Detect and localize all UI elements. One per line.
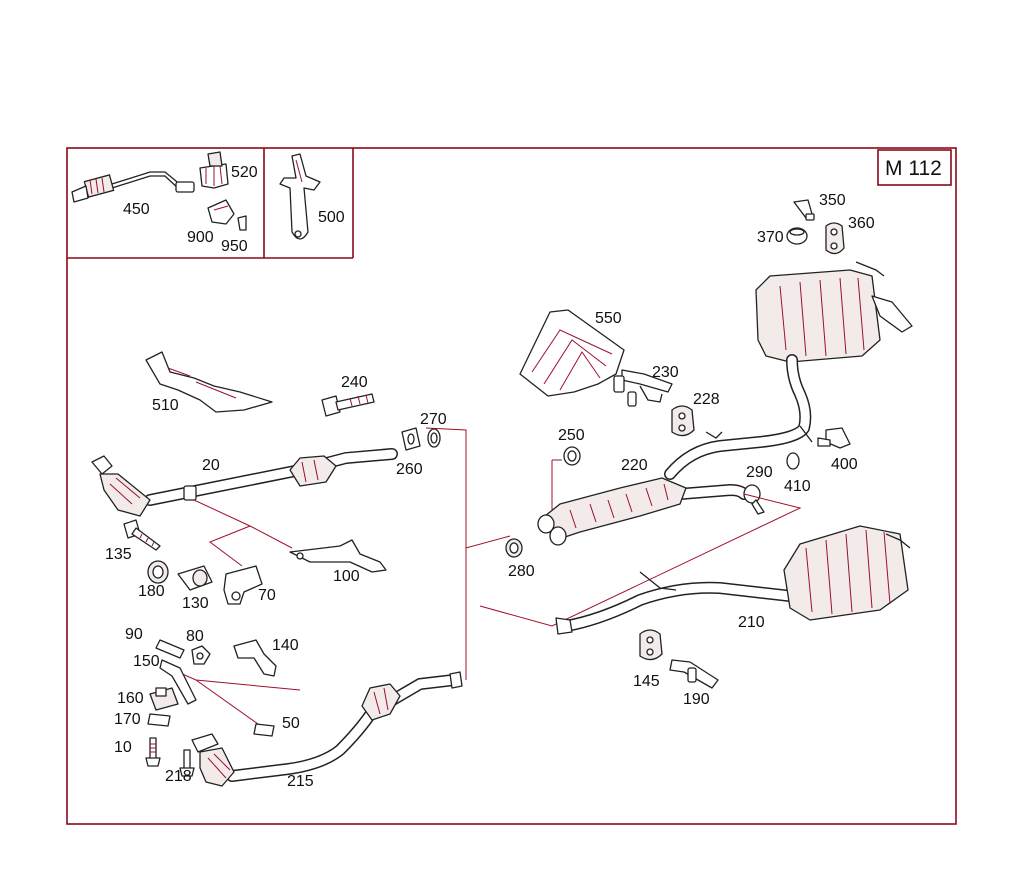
bracket-100-part — [289, 539, 387, 573]
callout-10: 215 — [287, 773, 314, 790]
clamp-280-part — [505, 538, 523, 558]
callout-370: 370 — [757, 229, 784, 246]
callout-190: 80 — [186, 628, 204, 645]
callout-350: 350 — [819, 192, 846, 209]
callout-230: 230 — [652, 364, 679, 381]
callout-80: 150 — [133, 653, 160, 670]
bolt-135-part — [123, 519, 161, 551]
heat-shield-bracket-part — [279, 153, 321, 240]
small-clamp-part — [786, 452, 800, 470]
diagram-frame — [66, 147, 957, 825]
callout-520: 520 — [231, 164, 258, 181]
mount-140-part — [149, 687, 179, 711]
callout-150: 170 — [114, 711, 141, 728]
heat-shield-part — [519, 309, 625, 397]
nut-190-part — [191, 645, 211, 665]
leader-line — [195, 679, 259, 725]
callout-280: 280 — [508, 563, 535, 580]
hanger-bracket-part — [613, 369, 673, 407]
rear-silencer-lower-part — [555, 525, 911, 635]
model-code: M 112 — [885, 157, 942, 180]
rubber-mount-part — [825, 222, 845, 255]
callout-50: 218 — [165, 768, 192, 785]
callout-70: 70 — [258, 587, 276, 604]
callout-218: 145 — [633, 673, 660, 690]
washer-part — [786, 227, 808, 245]
strap-145-part — [155, 639, 185, 659]
callout-135: 135 — [105, 546, 132, 563]
leader-line — [479, 493, 802, 627]
callout-228: 228 — [693, 391, 720, 408]
callout-180: 180 — [138, 583, 165, 600]
leader-line — [425, 427, 511, 549]
callout-260: 260 — [396, 461, 423, 478]
callout-130: 130 — [182, 595, 209, 612]
rear-silencer-upper-part — [755, 261, 913, 363]
nut-180-part — [147, 560, 169, 584]
callout-20: 20 — [202, 457, 220, 474]
callout-145: 90 — [125, 626, 143, 643]
bolt-170-part — [145, 737, 161, 767]
callout-550: 550 — [595, 310, 622, 327]
callout-510: 510 — [152, 397, 179, 414]
bolt-50-part — [179, 749, 195, 777]
front-pipe-lower-part — [191, 671, 463, 787]
callout-410: 410 — [784, 478, 811, 495]
gasket-part — [401, 427, 421, 451]
callout-360: 360 — [848, 215, 875, 232]
model-box — [877, 149, 952, 186]
callout-100: 100 — [333, 568, 360, 585]
callout-900: 900 — [187, 229, 214, 246]
mount-130-part — [177, 565, 213, 591]
callout-210: 210 — [738, 614, 765, 631]
callout-140: 160 — [117, 690, 144, 707]
bracket-80-part — [159, 659, 197, 705]
center-silencer-part — [537, 477, 687, 546]
callout-215: 190 — [683, 691, 710, 708]
hanger-400-part — [817, 427, 851, 449]
callout-290: 290 — [746, 464, 773, 481]
clamp-part — [563, 446, 581, 466]
pipe-clamp-part — [743, 484, 765, 515]
callout-250: 250 — [558, 427, 585, 444]
screw-part — [793, 199, 815, 221]
leader-line — [208, 525, 251, 567]
bracket-90-part — [233, 639, 277, 677]
callout-270: 270 — [420, 411, 447, 428]
clip-150-part — [147, 713, 171, 727]
bolt-part — [321, 393, 375, 417]
callout-160: 50 — [282, 715, 300, 732]
sensor-clip-part — [199, 151, 229, 189]
hanger-215-part — [669, 659, 719, 689]
callout-240: 240 — [341, 374, 368, 391]
callout-450: 450 — [123, 201, 150, 218]
callout-220: 220 — [621, 457, 648, 474]
callout-90: 140 — [272, 637, 299, 654]
rubber-218-part — [639, 629, 663, 661]
callout-950: 950 — [221, 238, 248, 255]
clip-160-part — [253, 723, 275, 737]
callout-500: 500 — [318, 209, 345, 226]
bracket-70-part — [223, 565, 263, 605]
callout-400: 400 — [831, 456, 858, 473]
leader-line — [193, 499, 293, 549]
callout-170: 10 — [114, 739, 132, 756]
hanger-rod — [799, 425, 813, 443]
front-pipe-part — [91, 455, 337, 517]
sensor-cover-part — [207, 199, 247, 231]
underbody-shield-part — [145, 351, 273, 413]
oxygen-sensor-part — [71, 171, 195, 203]
hanger-rod — [705, 431, 723, 439]
seal-ring-part — [427, 428, 441, 448]
rubber-hanger-part — [671, 405, 695, 437]
